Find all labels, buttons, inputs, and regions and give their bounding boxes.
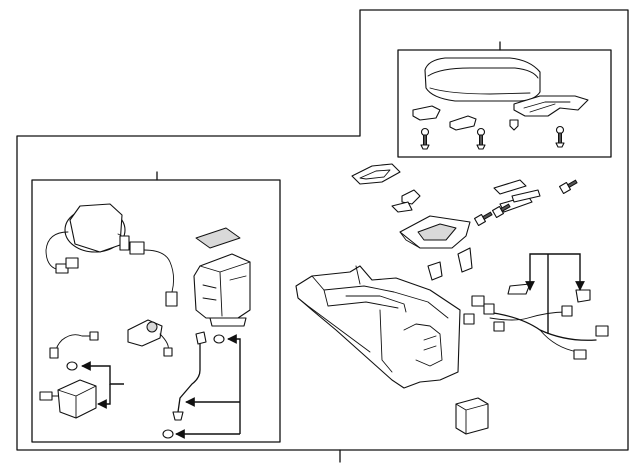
lid-bracket-left <box>412 105 441 121</box>
shifter-wiring <box>45 203 130 274</box>
armrest-subassembly <box>397 41 612 158</box>
bracket-right <box>457 247 473 273</box>
clip-b <box>391 201 413 213</box>
grommet-right <box>213 334 225 344</box>
mounting-screws <box>420 119 565 150</box>
switch-actuator <box>127 319 173 357</box>
harness-leader-left <box>525 253 548 291</box>
small-harness <box>49 331 99 359</box>
cable-clip-top <box>195 331 207 345</box>
harness-connector <box>129 241 178 307</box>
armrest-box <box>397 49 612 158</box>
shift-cable <box>162 343 201 439</box>
key-module <box>39 379 97 419</box>
trim-strip-low <box>511 189 541 203</box>
console-body <box>295 265 461 389</box>
cable-bracket-leader <box>227 334 241 434</box>
module <box>455 397 489 435</box>
key-bracket-leader-2 <box>97 384 111 409</box>
clip-a <box>401 189 421 205</box>
armrest-lid <box>424 57 541 102</box>
assembly-outline <box>16 9 629 451</box>
electrical-box <box>31 179 281 443</box>
electrical-subassembly <box>31 171 281 443</box>
trim-strip-top <box>493 179 527 195</box>
bolts <box>473 179 578 227</box>
box-liner <box>193 253 251 327</box>
console-subassembly <box>295 163 609 435</box>
bracket-left <box>427 261 443 281</box>
grommet-left <box>66 361 78 371</box>
cup-trim <box>351 163 401 185</box>
panel-pad <box>195 227 241 249</box>
wire-harness <box>463 283 609 360</box>
key-bracket-leader <box>81 361 124 385</box>
upper-panel <box>399 215 471 249</box>
harness-leader-right <box>548 253 585 291</box>
lid-clip <box>449 115 477 131</box>
hinge-bracket <box>513 95 589 117</box>
